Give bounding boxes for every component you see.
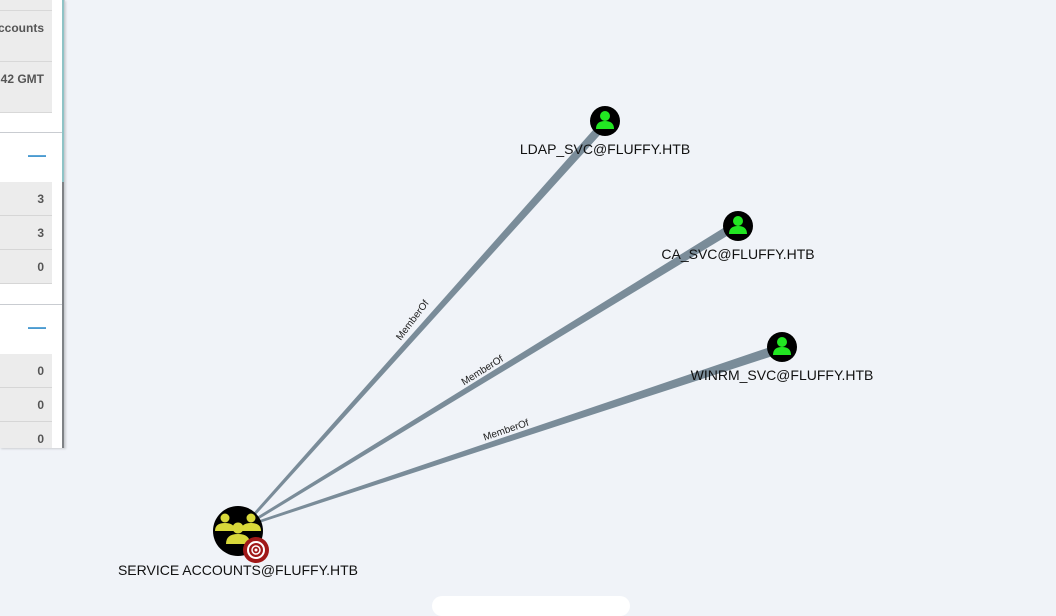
- info-value: ccounts: [0, 21, 44, 35]
- node-info-panel: ccounts 42 GMT — 3 3 0 — 0 0 0: [0, 0, 65, 448]
- count-value: 0: [37, 398, 44, 412]
- node-label-winrm: WINRM_SVC@FLUFFY.HTB: [691, 367, 874, 383]
- count-value: 0: [37, 364, 44, 378]
- node-label-ca: CA_SVC@FLUFFY.HTB: [661, 246, 814, 262]
- edge-ca-memberof[interactable]: MemberOf: [252, 222, 737, 522]
- graph-canvas[interactable]: MemberOf MemberOf MemberOf LDAP_SVC@FLUF…: [0, 0, 1056, 602]
- count-value: 0: [37, 260, 44, 274]
- node-label-group: SERVICE ACCOUNTS@FLUFFY.HTB: [118, 562, 358, 578]
- info-value: 42 GMT: [0, 72, 44, 86]
- node-ldap-svc[interactable]: LDAP_SVC@FLUFFY.HTB: [520, 106, 690, 157]
- count-row[interactable]: 0: [0, 250, 52, 284]
- section-header-2[interactable]: —: [0, 304, 62, 353]
- bottom-toolbar[interactable]: [432, 596, 630, 616]
- node-label-ldap: LDAP_SVC@FLUFFY.HTB: [520, 141, 690, 157]
- count-row[interactable]: 0: [0, 388, 52, 422]
- user-icon: [767, 332, 797, 362]
- panel-scrollbar[interactable]: [62, 182, 64, 448]
- count-value: 0: [37, 432, 44, 446]
- edge-ldap-memberof[interactable]: MemberOf: [250, 120, 608, 519]
- node-ca-svc[interactable]: CA_SVC@FLUFFY.HTB: [661, 211, 815, 262]
- node-winrm-svc[interactable]: WINRM_SVC@FLUFFY.HTB: [691, 332, 874, 383]
- count-value: 3: [37, 226, 44, 240]
- count-row[interactable]: 3: [0, 216, 52, 250]
- collapse-icon[interactable]: —: [28, 317, 46, 337]
- info-row-top: [0, 0, 52, 11]
- info-row-timestamp: 42 GMT: [0, 62, 52, 113]
- info-row-description: ccounts: [0, 11, 52, 62]
- count-value: 3: [37, 192, 44, 206]
- collapse-icon[interactable]: —: [28, 145, 46, 165]
- count-row[interactable]: 0: [0, 354, 52, 388]
- node-service-accounts-group[interactable]: SERVICE ACCOUNTS@FLUFFY.HTB: [118, 506, 358, 578]
- section-header-1[interactable]: —: [0, 132, 62, 181]
- target-icon: [243, 537, 269, 563]
- count-row[interactable]: 0: [0, 422, 52, 448]
- user-icon: [590, 106, 620, 136]
- count-row[interactable]: 3: [0, 182, 52, 216]
- user-icon: [723, 211, 753, 241]
